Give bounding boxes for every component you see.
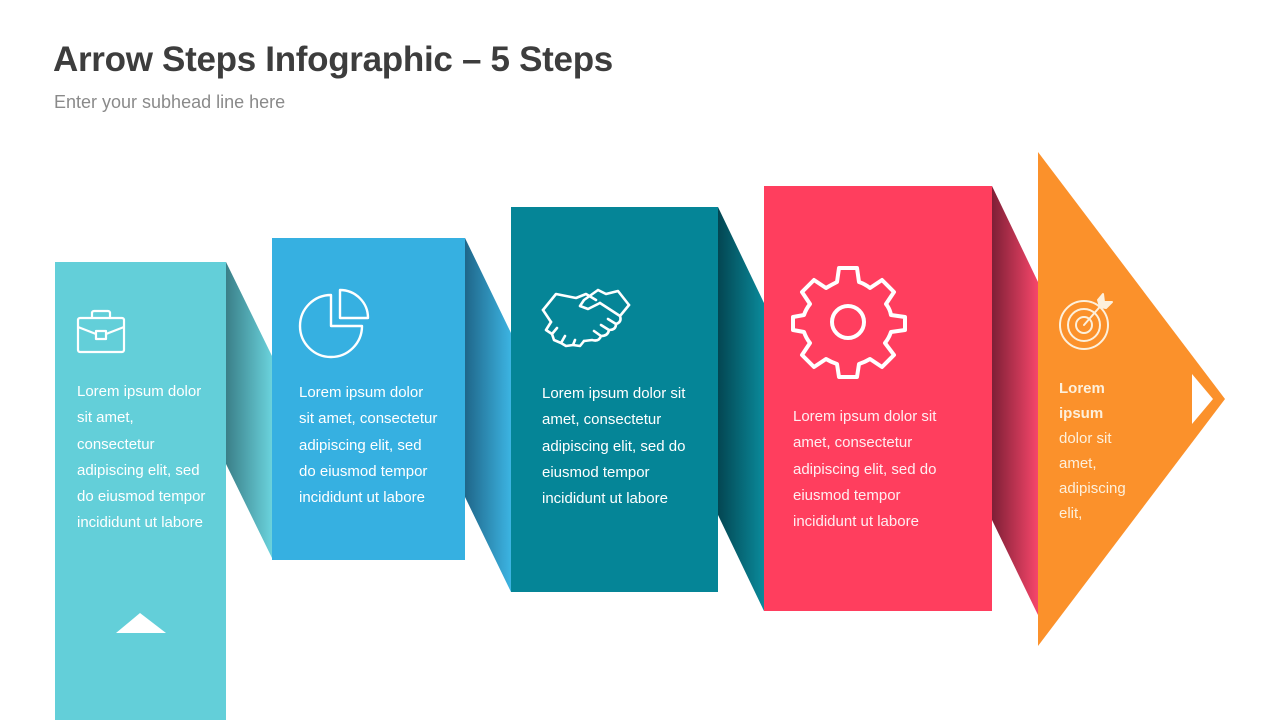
- text-line: amet, consectetur: [793, 434, 913, 452]
- text-line: Lorem ipsum dolor sit: [793, 408, 937, 425]
- text-line: incididunt ut labore: [542, 490, 668, 508]
- step-1-text: Lorem ipsum dolor sit amet, consectetur …: [77, 379, 205, 537]
- step-3-text: Lorem ipsum dolor sit amet, consectetur …: [542, 381, 685, 512]
- fold-connector-2: [465, 238, 511, 592]
- target-icon: [1059, 293, 1113, 350]
- text-line-bold: ipsum: [1059, 405, 1104, 422]
- step-5-text: Lorem ipsum dolor sit amet, adipiscing e…: [1059, 376, 1126, 526]
- up-triangle-marker: [116, 613, 166, 633]
- fold-connector-4: [992, 186, 1038, 615]
- step-2-panel: [272, 238, 465, 560]
- text-line: amet, consectetur: [542, 411, 662, 429]
- briefcase-icon: [76, 309, 126, 354]
- step-2-text: Lorem ipsum dolor sit amet, consectetur …: [299, 380, 437, 511]
- text-line: do eiusmod tempor: [299, 462, 428, 480]
- text-line: adipiscing elit, sed do: [542, 437, 686, 455]
- fold-connector-3: [718, 207, 764, 611]
- text-line: adipiscing: [1059, 480, 1126, 497]
- text-line: elit,: [1059, 505, 1083, 522]
- text-line: eiusmod tempor: [542, 463, 650, 481]
- arrow-tip-notch: [1192, 374, 1213, 424]
- pie-chart-icon: [298, 288, 370, 359]
- step-1-panel: [55, 262, 226, 720]
- slide-subtitle: Enter your subhead line here: [54, 92, 286, 112]
- text-line: Lorem ipsum dolor: [299, 384, 424, 401]
- step-4-text: Lorem ipsum dolor sit amet, consectetur …: [793, 404, 936, 535]
- text-line-bold: Lorem: [1059, 380, 1105, 397]
- text-line: incididunt ut labore: [77, 514, 203, 532]
- text-line: amet,: [1059, 455, 1097, 472]
- text-line: incididunt ut labore: [299, 489, 425, 507]
- handshake-icon: [541, 288, 631, 348]
- gear-icon: [791, 266, 907, 379]
- text-line: eiusmod tempor: [793, 486, 901, 504]
- text-line: adipiscing elit, sed: [77, 461, 200, 479]
- fold-connector-1: [226, 262, 272, 558]
- text-line: adipiscing elit, sed do: [793, 460, 937, 478]
- step-4-panel: [764, 186, 992, 611]
- text-line: do eiusmod tempor: [77, 488, 206, 506]
- text-line: incididunt ut labore: [793, 513, 919, 531]
- text-line: consectetur: [77, 435, 155, 453]
- text-line: sit amet, consectetur: [299, 410, 438, 428]
- step-5-arrowhead: [1038, 152, 1225, 646]
- step-3-panel: [511, 207, 718, 592]
- text-line: sit amet,: [77, 409, 134, 427]
- text-line: Lorem ipsum dolor sit: [542, 385, 686, 402]
- text-line: Lorem ipsum dolor: [77, 383, 202, 400]
- text-line: dolor sit: [1059, 430, 1112, 447]
- text-line: adipiscing elit, sed: [299, 436, 422, 454]
- slide-title: Arrow Steps Infographic – 5 Steps: [53, 40, 613, 79]
